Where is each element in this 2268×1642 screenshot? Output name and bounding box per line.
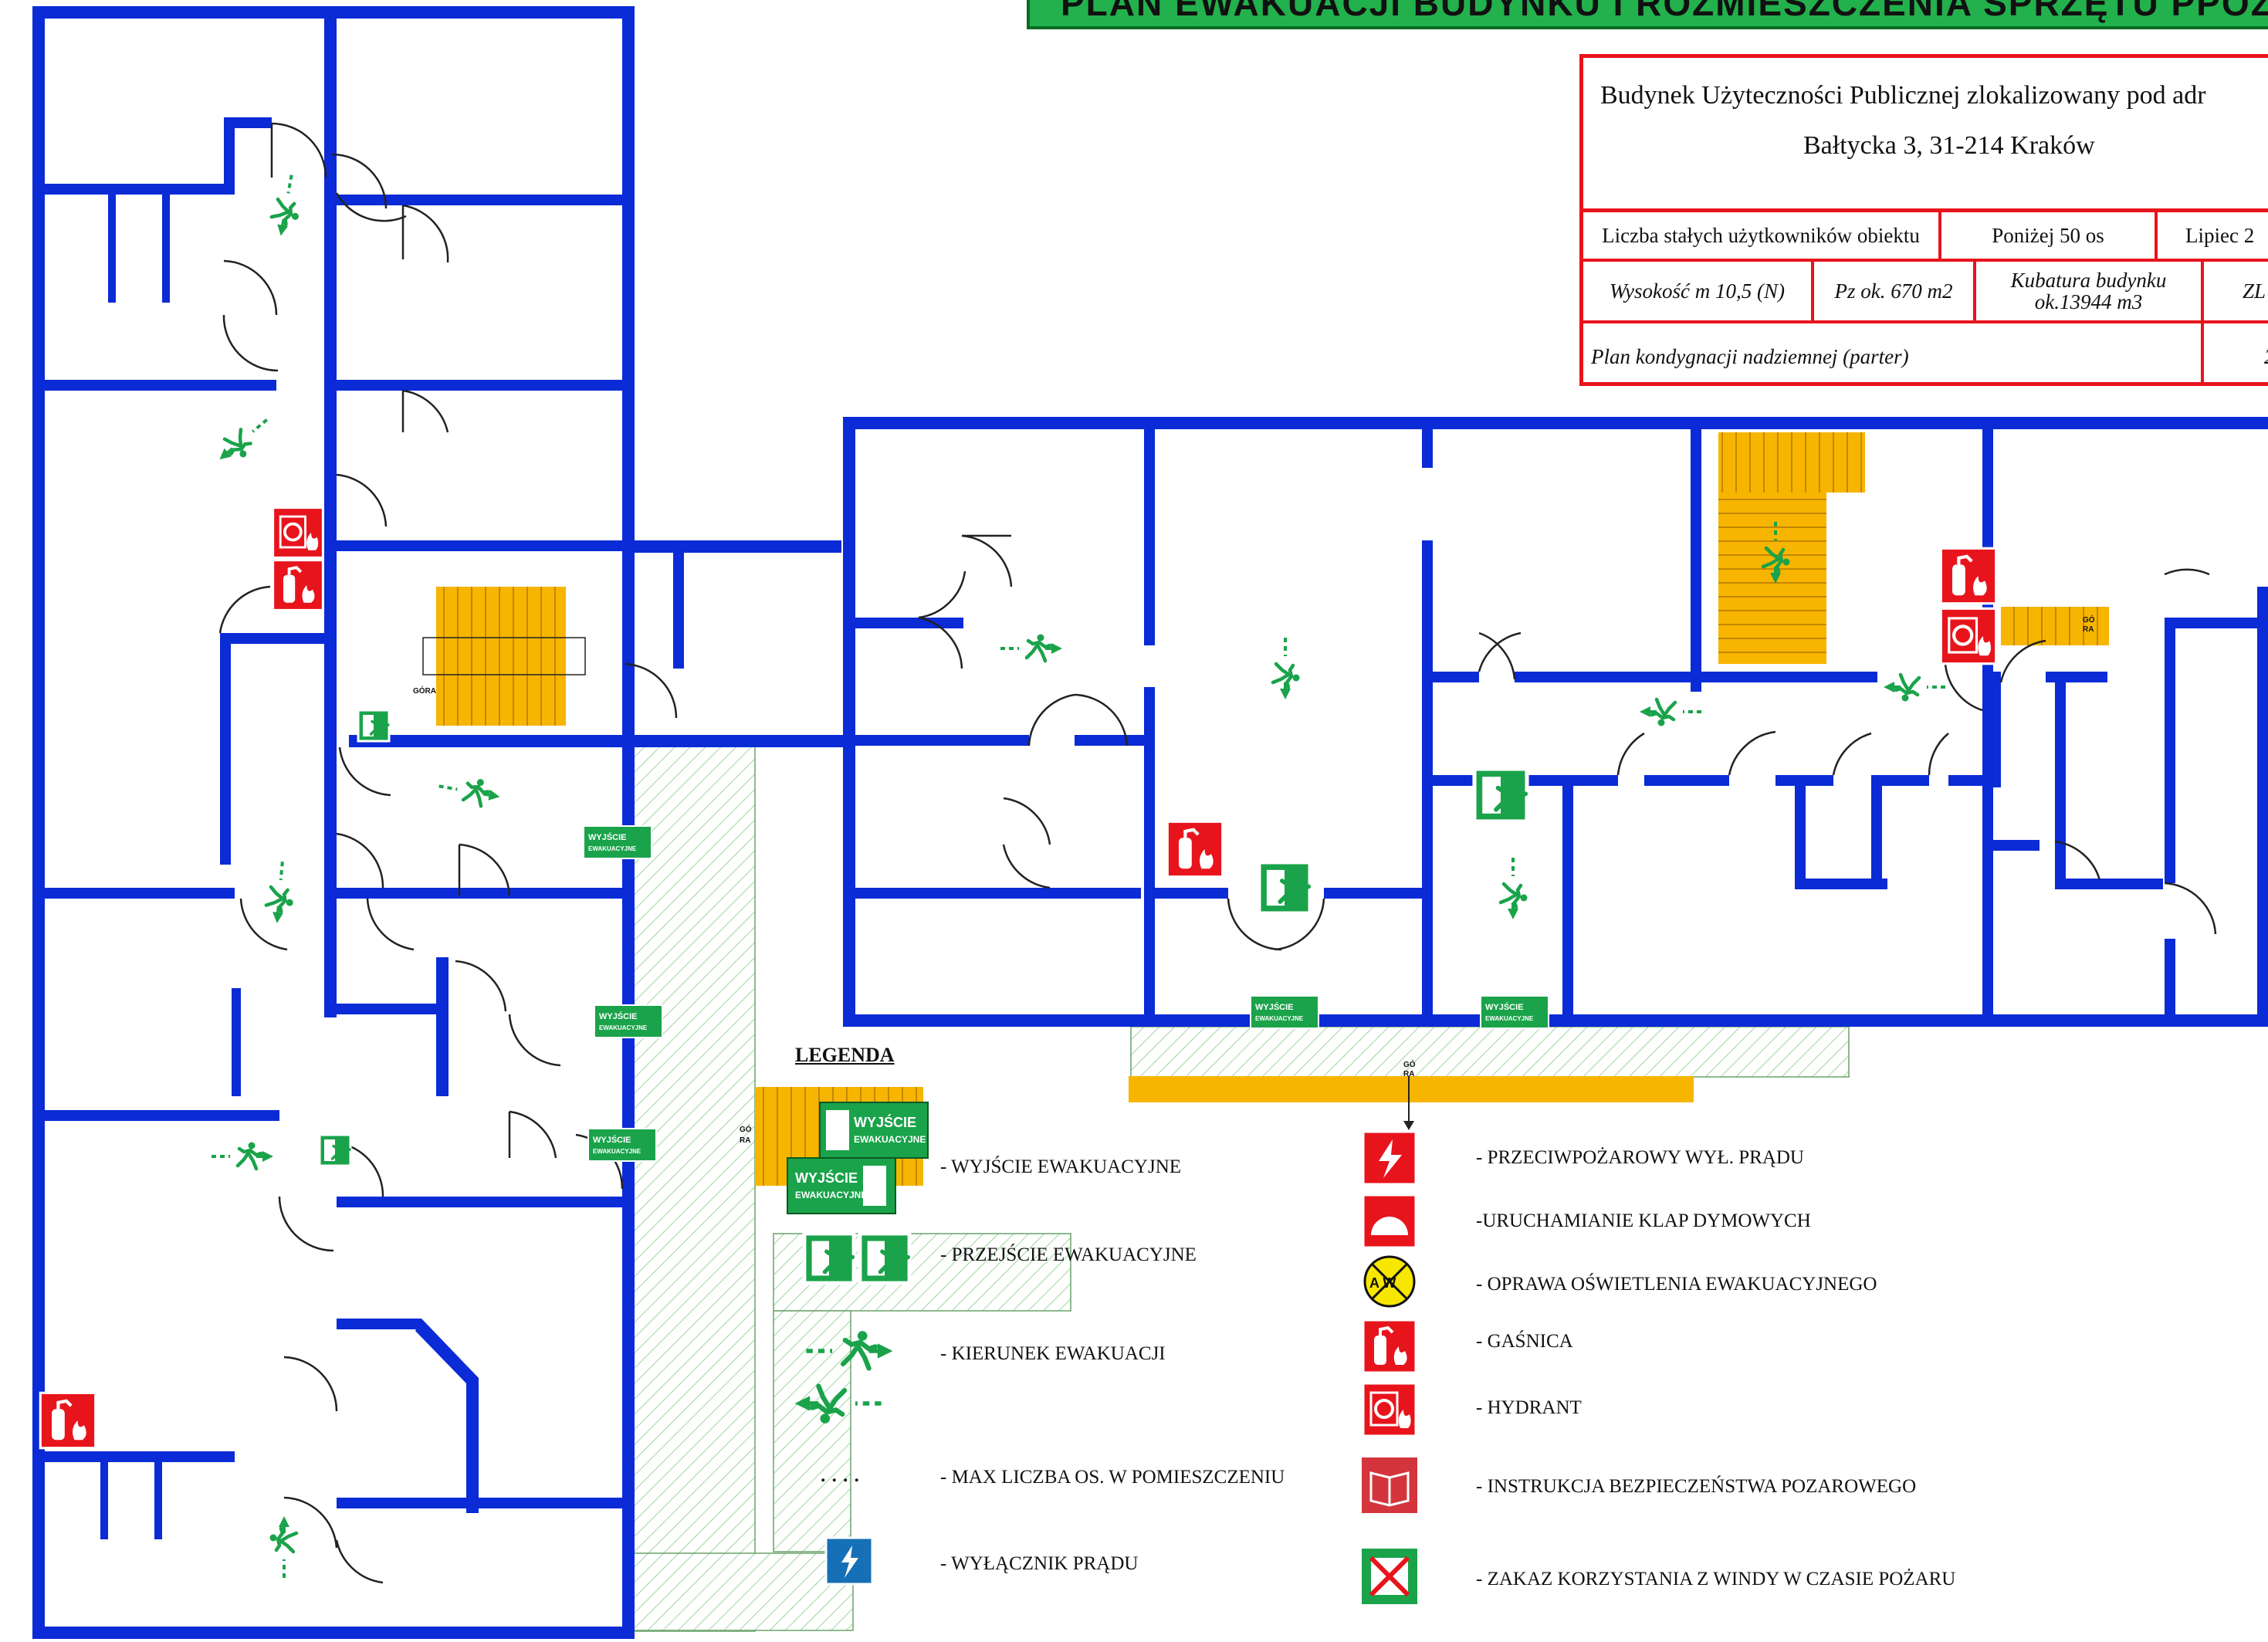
- exit-sign-label: WYJŚCIE: [795, 1170, 858, 1186]
- exit-sign-label: WYJŚCIE: [599, 1011, 638, 1021]
- legend-symbols: WYJŚCIE EWAKUACYJNE WYJŚCIE EWAKUACYJNE A …: [787, 1102, 1417, 1604]
- exit-sign-label: WYJŚCIE: [1255, 1002, 1294, 1012]
- stair-up-label-top: GÓ: [740, 1124, 752, 1134]
- legend-item-extinguisher: - GAŚNICA: [1476, 1331, 1573, 1352]
- stair-up-label-bottom: RA: [740, 1136, 750, 1145]
- legend-item-power-switch: - WYŁĄCZNIK PRĄDU: [940, 1553, 1139, 1574]
- exit-sign-sublabel: EWAKUACYJNE: [854, 1134, 926, 1145]
- legend-item-direction: - KIERUNEK EWAKUACJI: [940, 1343, 1166, 1364]
- building-info-table: Budynek Użyteczności Publicznej zlokaliz…: [1579, 54, 2268, 386]
- address-block: Budynek Użyteczności Publicznej zlokaliz…: [1583, 58, 2268, 212]
- exit-sign-sublabel: EWAKUACYJNE: [599, 1024, 648, 1031]
- legend-item-smoke-vents: -URUCHAMIANIE KLAP DYMOWYCH: [1476, 1210, 1811, 1231]
- exit-sign-sublabel: EWAKUACYJNE: [593, 1148, 641, 1155]
- building-volume: Kubatura budynku ok.13944 m3: [1976, 262, 2201, 320]
- volume-line-1: Kubatura budynku: [2010, 269, 2167, 292]
- legend-dots: ....: [820, 1459, 865, 1488]
- users-value: Poniżej 50 os: [1992, 223, 2104, 247]
- volume-line-2: ok.13944 m3: [2034, 290, 2143, 313]
- stair-up-label: GÓRA: [413, 686, 436, 696]
- building-area: Pz ok. 670 m2: [1834, 279, 1953, 303]
- exit-sign-label: WYJŚCIE: [854, 1114, 916, 1130]
- exit-sign-sublabel: EWAKUACYJNE: [1255, 1015, 1304, 1022]
- exit-sign-label: WYJŚCIE: [593, 1135, 631, 1145]
- legend-item-emergency-light: - OPRAWA OŚWIETLENIA EWAKUACYJNEGO: [1476, 1274, 1877, 1295]
- stair-up-label-bottom: RA: [2083, 625, 2094, 634]
- plan-date: Lipiec 2: [2185, 223, 2255, 247]
- exit-sign-label: WYJŚCIE: [1485, 1002, 1524, 1012]
- users-label: Liczba stałych użytkowników obiektu: [1602, 223, 1920, 247]
- address-line-2: Bałtycka 3, 31-214 Kraków: [1803, 131, 2095, 160]
- address-line-1: Budynek Użyteczności Publicznej zlokaliz…: [1600, 81, 2206, 110]
- sheet-number: 2: [2204, 323, 2268, 382]
- stair-up-label-top: GÓ: [2083, 614, 2095, 625]
- legend-item-max-persons: - MAX LICZBA OS. W POMIESZCZENIU: [940, 1467, 1285, 1488]
- floor-label: Plan kondygnacji nadziemnej (parter): [1591, 344, 1909, 368]
- legend-item-fire-power-switch: - PRZECIWPOŻAROWY WYŁ. PRĄDU: [1476, 1147, 1804, 1168]
- exit-sign-label: WYJŚCIE: [588, 832, 627, 842]
- legend-item-passage: - PRZEJŚCIE EWAKUACYJNE: [940, 1244, 1197, 1265]
- legend-item-no-lift: - ZAKAZ KORZYSTANIA Z WINDY W CZASIE POŻ…: [1476, 1569, 1956, 1590]
- exit-sign-sublabel: EWAKUACYJNE: [588, 845, 637, 852]
- exit-sign-sublabel: EWAKUACYJNE: [1485, 1015, 1534, 1022]
- plan-title: PLAN EWAKUACJI BUDYNKU I ROZMIESZCZENIA …: [1027, 0, 2268, 29]
- zl-category: ZL: [2243, 279, 2266, 303]
- legend-title: LEGENDA: [795, 1044, 895, 1066]
- legend-item-instruction: - INSTRUKCJA BEZPIECZEŃSTWA POZAROWEGO: [1476, 1476, 1917, 1497]
- exit-sign-sublabel: EWAKUACYJNE: [795, 1190, 867, 1200]
- legend-item-hydrant: - HYDRANT: [1476, 1397, 1582, 1418]
- emergency-light-letters: A W: [1369, 1275, 1396, 1291]
- stair-up-label-bottom: RA: [1403, 1070, 1414, 1078]
- stair-up-label-top: GÓ: [1403, 1059, 1416, 1069]
- building-height: Wysokość m 10,5 (N): [1610, 279, 1785, 303]
- legend-item-exit: - WYJŚCIE EWAKUACYJNE: [940, 1156, 1182, 1177]
